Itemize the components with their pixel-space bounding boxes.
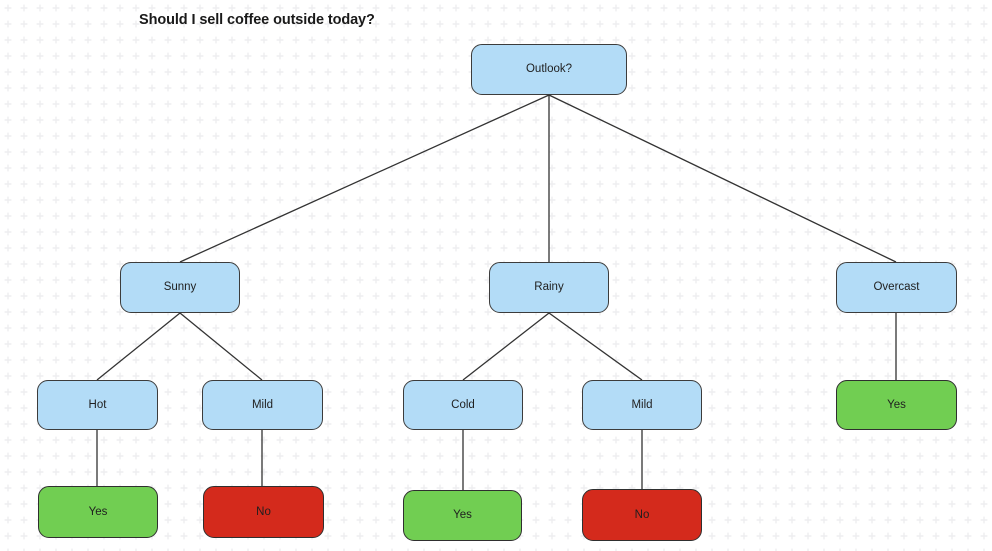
- tree-node-label-rainy: Rainy: [534, 281, 564, 294]
- tree-node-smild-no[interactable]: No: [203, 486, 324, 538]
- page-title: Should I sell coffee outside today?: [139, 12, 375, 28]
- tree-node-label-rmild-no: No: [634, 508, 650, 521]
- tree-node-rainy-cold[interactable]: Cold: [403, 380, 523, 430]
- tree-node-outlook[interactable]: Outlook?: [471, 44, 627, 95]
- tree-node-cold-yes[interactable]: Yes: [403, 490, 522, 541]
- tree-node-label-hot-yes: Yes: [88, 505, 108, 518]
- tree-node-rainy[interactable]: Rainy: [489, 262, 609, 313]
- tree-node-hot-yes[interactable]: Yes: [38, 486, 158, 538]
- tree-node-label-sunny-mild: Mild: [251, 398, 274, 411]
- tree-node-label-cold-yes: Yes: [453, 509, 472, 522]
- tree-node-rmild-no[interactable]: No: [582, 489, 702, 541]
- tree-node-label-sunny: Sunny: [163, 281, 197, 294]
- tree-node-sunny[interactable]: Sunny: [120, 262, 240, 313]
- tree-node-label-overcast: Overcast: [873, 281, 920, 294]
- tree-node-overcast-yes[interactable]: Yes: [836, 380, 957, 430]
- tree-node-sunny-mild[interactable]: Mild: [202, 380, 323, 430]
- tree-node-label-outlook: Outlook?: [525, 63, 573, 76]
- tree-node-sunny-hot[interactable]: Hot: [37, 380, 158, 430]
- tree-node-label-sunny-hot: Hot: [88, 398, 107, 411]
- tree-node-rainy-mild[interactable]: Mild: [582, 380, 702, 430]
- tree-node-label-smild-no: No: [256, 505, 271, 518]
- tree-node-label-rainy-mild: Mild: [631, 398, 653, 411]
- tree-node-label-overcast-yes: Yes: [887, 398, 906, 411]
- tree-node-label-rainy-cold: Cold: [451, 398, 475, 411]
- tree-node-overcast[interactable]: Overcast: [836, 262, 957, 313]
